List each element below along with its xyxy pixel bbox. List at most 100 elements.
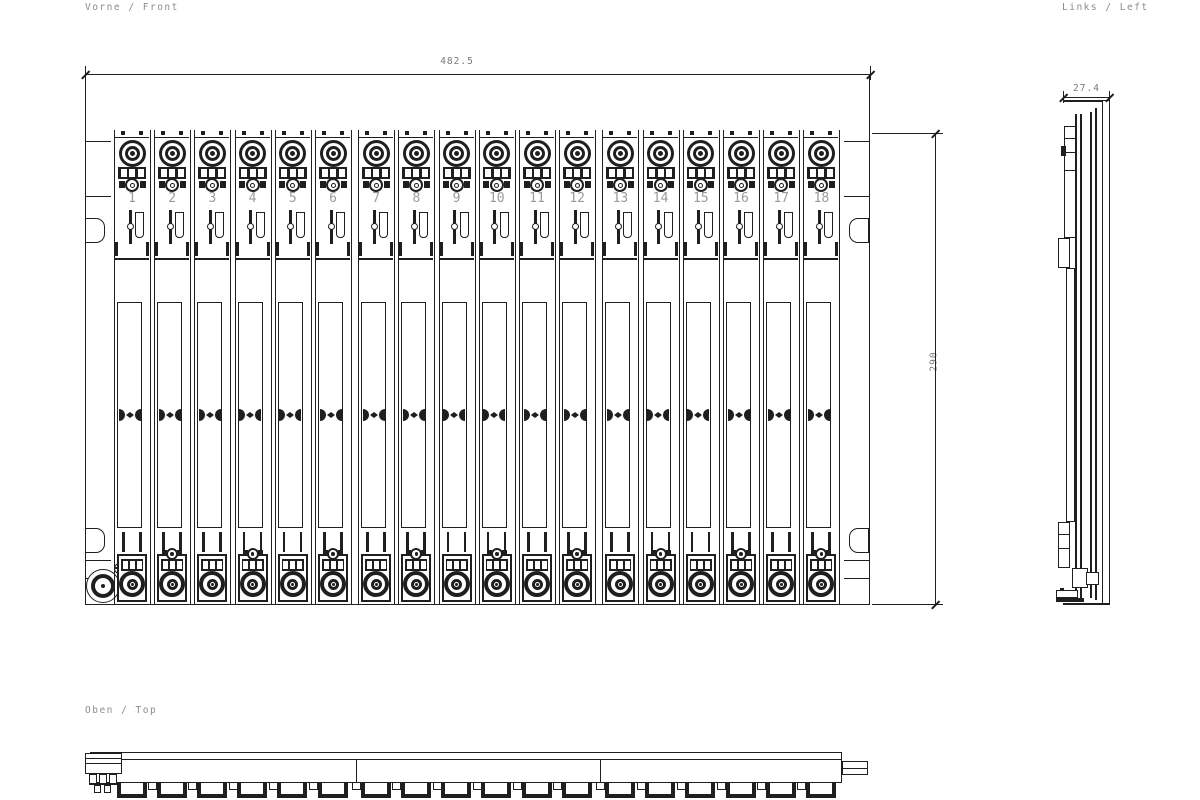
latch-arrow-left-icon	[694, 412, 699, 418]
terminal-contact	[447, 561, 453, 569]
foot-post	[828, 532, 831, 552]
pin-bulb-icon	[655, 222, 663, 230]
terminal-contact	[729, 169, 736, 177]
slot-number: 5	[288, 191, 297, 206]
latch-bump-right-icon	[539, 409, 546, 421]
latch-arrow-left-icon	[570, 412, 575, 418]
rail-notch	[85, 528, 105, 553]
latch-tab	[295, 212, 305, 238]
slot-number: 1	[128, 191, 136, 206]
slot-header	[359, 130, 394, 138]
terminal-contact	[241, 169, 248, 177]
screw-tab	[406, 550, 412, 555]
connector-tab	[483, 181, 490, 188]
latch-bump-left-icon	[279, 409, 286, 421]
pin-bulb-icon	[287, 222, 295, 230]
terminal-contact	[162, 561, 168, 569]
latch-tab	[663, 212, 673, 238]
latch-arrow-left-icon	[369, 412, 374, 418]
slot-number: 2	[168, 191, 177, 206]
terminal-contact	[122, 561, 128, 569]
clip-tab	[472, 782, 482, 790]
side-step-block	[1058, 238, 1070, 268]
section-line	[115, 258, 149, 260]
side-lower-block	[1058, 522, 1070, 568]
foot-post	[811, 532, 814, 552]
latch-arrow-right-icon	[129, 412, 134, 418]
terminal-contact	[525, 169, 532, 177]
clip-tab	[392, 782, 402, 790]
header-tick	[689, 131, 694, 135]
foot-post	[299, 532, 303, 552]
header-tick	[259, 131, 264, 135]
terminal-contact	[574, 561, 580, 569]
terminal-contact	[177, 169, 184, 177]
slot-header	[520, 130, 554, 138]
wall-nub	[115, 242, 118, 256]
wall-nub	[634, 242, 638, 256]
foot-post	[567, 532, 570, 552]
terminal-contact	[160, 169, 167, 177]
terminal-contact	[216, 561, 222, 569]
terminal-contact	[323, 561, 329, 569]
terminal-contact	[404, 169, 411, 177]
clip-tab	[797, 782, 807, 790]
module-clip	[400, 783, 431, 798]
foot-post	[366, 532, 369, 552]
slot-header	[560, 130, 595, 138]
clip-tab	[228, 782, 238, 790]
pin-bulb-icon	[815, 222, 823, 230]
terminal-contact	[666, 169, 673, 177]
terminal-contact	[745, 561, 751, 569]
latch-arrow-right-icon	[574, 412, 579, 418]
slot-header	[439, 130, 474, 138]
terminal-contact	[421, 169, 428, 177]
latch-bump-left-icon	[563, 409, 570, 421]
terminal-contact	[129, 169, 135, 177]
latch-arrow-right-icon	[534, 412, 539, 418]
screw-tab	[257, 550, 263, 555]
screw-tab	[650, 550, 656, 555]
foot-post	[610, 532, 613, 552]
terminal-contact	[811, 561, 817, 569]
screw-tab	[323, 550, 328, 555]
connector-tab	[647, 181, 654, 188]
latch-arrow-left-icon	[530, 412, 535, 418]
terminal-contact	[169, 169, 176, 177]
top-view-label: Oben / Top	[85, 705, 158, 716]
wall-nub	[470, 242, 474, 256]
latch-bump-right-icon	[214, 409, 221, 421]
header-tick	[121, 131, 125, 135]
terminal-contact	[243, 561, 249, 569]
ext-line	[872, 133, 943, 135]
header-tick	[748, 131, 752, 135]
section-line	[399, 258, 434, 260]
connector-tab	[340, 181, 347, 188]
pin-bulb-icon	[247, 222, 255, 230]
bottom-terminal-block	[117, 554, 147, 602]
rail-line	[844, 196, 870, 198]
wall-nub	[683, 242, 687, 256]
bottom-terminal-block	[806, 554, 837, 602]
wall-nub	[724, 242, 727, 256]
latch-tab	[623, 212, 633, 238]
latch-arrow-left-icon	[490, 412, 495, 418]
slot-number: 8	[412, 191, 421, 206]
latch-tab	[419, 212, 429, 238]
slot-number: 7	[372, 191, 381, 206]
header-tick	[667, 131, 672, 135]
screw-tab	[811, 550, 817, 555]
clip-tab	[636, 782, 646, 790]
screw-tab	[582, 550, 588, 555]
latch-tab	[379, 212, 389, 238]
wall-nub	[146, 242, 149, 256]
pin-bulb-icon	[571, 222, 579, 230]
wall-nub	[186, 242, 190, 256]
slot-module: 8	[398, 130, 436, 605]
wall-nub	[591, 242, 595, 256]
pin-bulb-icon	[370, 222, 378, 230]
terminal-contact	[534, 561, 540, 569]
latch-bump-left-icon	[483, 409, 490, 421]
